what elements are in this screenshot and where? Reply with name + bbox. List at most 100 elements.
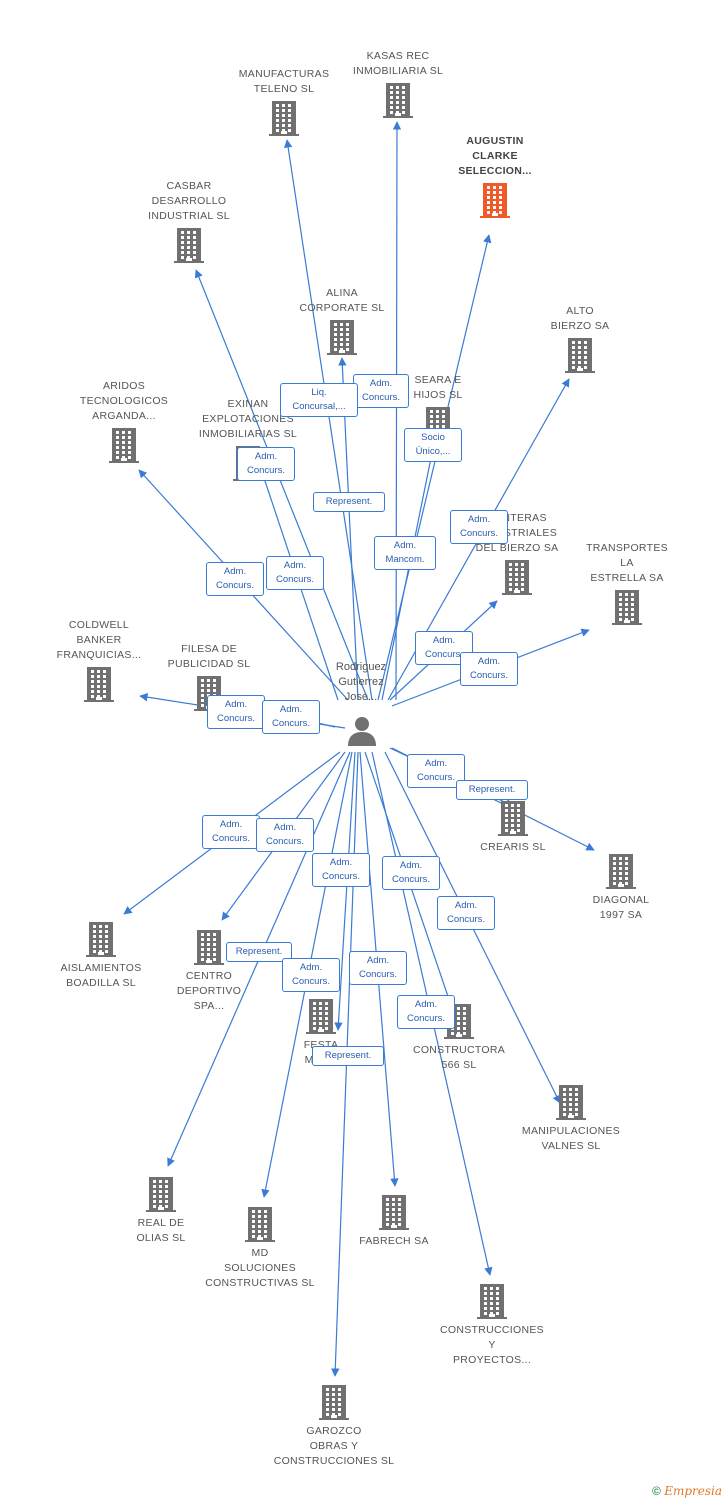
company-label: CONSTRUCTORA 566 SL — [412, 1044, 506, 1071]
company-node[interactable]: ARIDOS TECNOLOGICOS ARGANDA... — [54, 379, 194, 463]
building-icon — [610, 589, 644, 625]
company-node[interactable]: SEARA E HIJOS SL — [368, 373, 508, 442]
edge-label[interactable]: Adm. Concurs. — [407, 754, 465, 788]
building-icon — [267, 100, 301, 136]
relationship-edge — [194, 269, 369, 701]
company-label: CREARIS SL — [480, 841, 546, 853]
company-label: KASAS REC INMOBILIARIA SL — [352, 50, 444, 77]
company-node[interactable]: CONSTRUCCIONES Y PROYECTOS... — [422, 1283, 562, 1368]
edge-label[interactable]: Represent. — [312, 1046, 384, 1066]
building-icon — [243, 1206, 277, 1242]
company-node[interactable]: FABRECH SA — [324, 1194, 464, 1249]
person-node[interactable] — [346, 715, 378, 747]
company-label: ALTO BIERZO SA — [550, 305, 610, 332]
company-node[interactable]: MD SOLUCIONES CONSTRUCTIVAS SL — [190, 1206, 330, 1291]
edge-label[interactable]: Represent. — [226, 942, 292, 962]
building-icon — [381, 82, 415, 118]
person-icon — [348, 717, 376, 746]
company-node[interactable]: CASBAR DESARROLLO INDUSTRIAL SL — [119, 179, 259, 263]
company-node[interactable]: COLDWELL BANKER FRANQUICIAS... — [29, 618, 169, 702]
center-person-name: Rodriguez Gutierrez Jose... — [335, 661, 387, 703]
edge-label[interactable]: Adm. Concurs. — [450, 510, 508, 544]
edge-label[interactable]: Adm. Mancom. — [374, 536, 436, 570]
relationship-edge — [283, 139, 373, 701]
edge-label[interactable]: Adm. Concurs. — [202, 815, 260, 849]
edge-label[interactable]: Adm. Concurs. — [282, 958, 340, 992]
edge-label[interactable]: Adm. Concurs. — [206, 562, 264, 596]
footer-brand: © Empresia — [652, 1484, 722, 1498]
edge-label[interactable]: Adm. Concurs. — [382, 856, 440, 890]
edge-label[interactable]: Represent. — [313, 492, 385, 512]
brand-logo: Empresia — [664, 1484, 722, 1498]
company-node[interactable]: CONSTRUCTORA 566 SL — [389, 1003, 529, 1073]
edge-label[interactable]: Adm. Concurs. — [397, 995, 455, 1029]
building-icon — [172, 227, 206, 263]
company-label: CENTRO DEPORTIVO SPA... — [176, 970, 242, 1012]
building-icon — [84, 921, 118, 957]
edge-label[interactable]: Liq. Concursal,... — [280, 383, 358, 417]
company-node[interactable]: GAROZCO OBRAS Y CONSTRUCCIONES SL — [264, 1384, 404, 1469]
relationship-edge — [392, 121, 402, 701]
edge-label[interactable]: Adm. Concurs. — [312, 853, 370, 887]
edge-label[interactable]: Adm. Concurs. — [256, 818, 314, 852]
building-icon — [377, 1194, 411, 1230]
edge-label[interactable]: Adm. Concurs. — [262, 700, 320, 734]
building-icon — [304, 998, 338, 1034]
building-icon — [144, 1176, 178, 1212]
edge-label[interactable]: Adm. Concurs. — [237, 447, 295, 481]
company-label: SEARA E HIJOS SL — [413, 374, 463, 401]
edge-label[interactable]: Adm. Concurs. — [353, 374, 409, 408]
company-label: CONSTRUCCIONES Y PROYECTOS... — [440, 1324, 544, 1366]
relationship-edge — [381, 452, 435, 701]
edge-label[interactable]: Adm. Concurs. — [415, 631, 473, 665]
edge-label[interactable]: Adm. Concurs. — [460, 652, 518, 686]
copyright-icon: © — [652, 1484, 661, 1498]
company-node[interactable]: DIAGONAL 1997 SA — [551, 853, 691, 923]
company-label: GAROZCO OBRAS Y CONSTRUCCIONES SL — [273, 1425, 395, 1467]
building-icon — [554, 1084, 588, 1120]
relationship-edge — [334, 751, 356, 1031]
company-node[interactable]: REAL DE OLIAS SL — [91, 1176, 231, 1246]
edge-label[interactable]: Represent. — [456, 780, 528, 800]
company-node[interactable]: TRANSPORTES LA ESTRELLA SA — [557, 541, 697, 625]
company-node[interactable]: ALTO BIERZO SA — [510, 304, 650, 373]
company-label: FABRECH SA — [359, 1235, 429, 1247]
company-label: ALINA CORPORATE SL — [299, 287, 385, 314]
edge-label[interactable]: Adm. Concurs. — [437, 896, 495, 930]
building-icon — [500, 559, 534, 595]
company-node[interactable]: KASAS REC INMOBILIARIA SL — [328, 49, 468, 118]
company-node[interactable]: AISLAMIENTOS BOADILLA SL — [31, 921, 171, 991]
company-label: ARIDOS TECNOLOGICOS ARGANDA... — [79, 380, 169, 422]
edge-label[interactable]: Adm. Concurs. — [266, 556, 324, 590]
company-label: AUGUSTIN CLARKE SELECCION... — [458, 135, 532, 177]
company-node[interactable]: MANIPULACIONES VALNES SL — [501, 1084, 641, 1154]
company-node[interactable]: ALINA CORPORATE SL — [272, 286, 412, 355]
company-node-highlighted[interactable]: AUGUSTIN CLARKE SELECCION... — [425, 134, 565, 218]
edge-label[interactable]: Socio Único,... — [404, 428, 462, 462]
building-icon — [107, 427, 141, 463]
company-node[interactable]: CENTRO DEPORTIVO SPA... — [139, 929, 279, 1014]
company-label: DIAGONAL 1997 SA — [592, 894, 650, 921]
building-icon — [192, 929, 226, 965]
building-icon — [604, 853, 638, 889]
relationship-edge — [377, 234, 492, 701]
edge-label[interactable]: Adm. Concurs. — [207, 695, 265, 729]
company-label: MD SOLUCIONES CONSTRUCTIVAS SL — [205, 1247, 315, 1289]
company-node[interactable]: MANUFACTURAS TELENO SL — [214, 67, 354, 136]
company-label: MANIPULACIONES VALNES SL — [521, 1125, 621, 1152]
company-node[interactable]: CREARIS SL — [443, 800, 583, 855]
building-icon — [82, 666, 116, 702]
building-icon — [475, 1283, 509, 1319]
company-label: EXINAN EXPLOTACIONES INMOBILIARIAS SL — [198, 398, 298, 440]
company-label: CASBAR DESARROLLO INDUSTRIAL SL — [148, 180, 230, 222]
building-icon — [325, 319, 359, 355]
company-label: AISLAMIENTOS BOADILLA SL — [60, 962, 142, 989]
company-label: REAL DE OLIAS SL — [136, 1217, 186, 1244]
building-icon — [317, 1384, 351, 1420]
edge-label[interactable]: Adm. Concurs. — [349, 951, 407, 985]
company-label: COLDWELL BANKER FRANQUICIAS... — [56, 619, 142, 661]
company-label: TRANSPORTES LA ESTRELLA SA — [586, 542, 668, 584]
company-label: FILESA DE PUBLICIDAD SL — [167, 643, 251, 670]
